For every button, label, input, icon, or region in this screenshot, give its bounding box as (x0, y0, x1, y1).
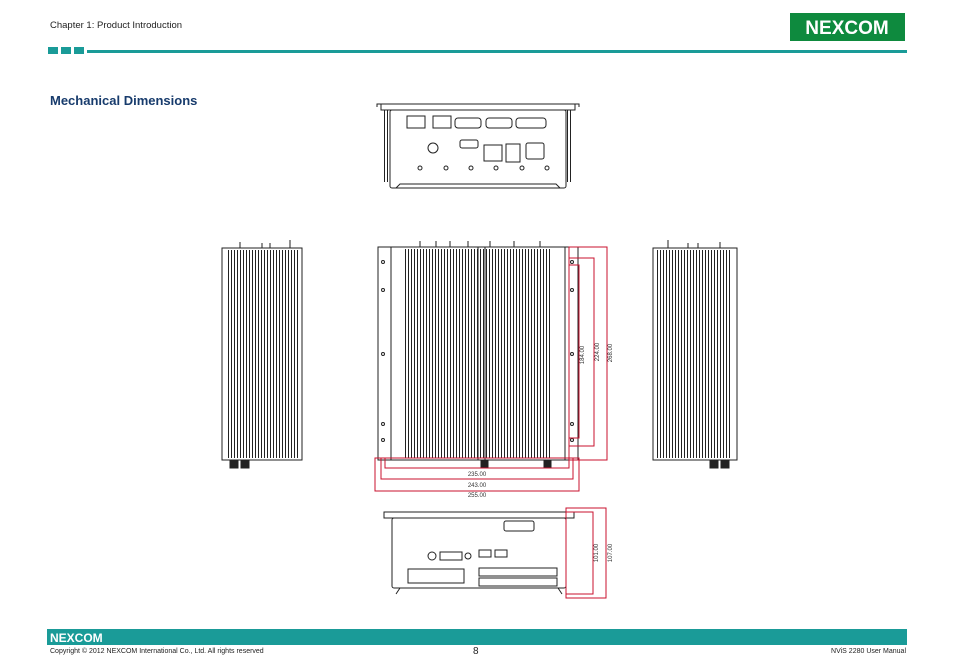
footer-logo-mark: NEXCOM (50, 631, 103, 644)
dimension-labels: 235.00 243.00 255.00 184.00 224.00 268.0… (468, 342, 614, 562)
copyright-text: Copyright © 2012 NEXCOM International Co… (50, 648, 264, 655)
dim-depth-mid: 224.00 (595, 342, 601, 361)
logo-top-text: NEXCOM (805, 18, 888, 39)
top-view (377, 241, 579, 469)
footer-bar (47, 629, 907, 645)
header-square-2 (61, 47, 71, 54)
rear-view (383, 511, 575, 595)
header-square-1 (48, 47, 58, 54)
footer-logo-text: NEXCOM (50, 631, 103, 644)
chapter-title: Chapter 1: Product Introduction (50, 20, 183, 31)
manual-title: NViS 2280 User Manual (831, 648, 906, 655)
footer-logo: NEXCOM (48, 630, 112, 644)
dim-height-outer: 107.00 (608, 543, 614, 562)
dim-width-inner: 235.00 (468, 472, 487, 478)
dim-height-inner: 101.00 (594, 543, 600, 562)
section-title: Mechanical Dimensions (50, 93, 198, 108)
dim-width-mid: 243.00 (468, 483, 487, 489)
dim-width-outer: 255.00 (468, 493, 487, 499)
header-rule (87, 50, 907, 53)
right-side-view (652, 240, 738, 469)
left-side-view (221, 240, 303, 469)
nexcom-logo-mark: NEXCOM (792, 15, 903, 39)
front-view (376, 103, 580, 189)
page-number: 8 (473, 646, 479, 657)
dim-depth-outer: 268.00 (608, 343, 614, 362)
header-square-3 (74, 47, 84, 54)
dim-depth-inner: 184.00 (580, 345, 586, 364)
dimension-lines (374, 246, 608, 599)
nexcom-logo: NEXCOM (790, 13, 905, 41)
